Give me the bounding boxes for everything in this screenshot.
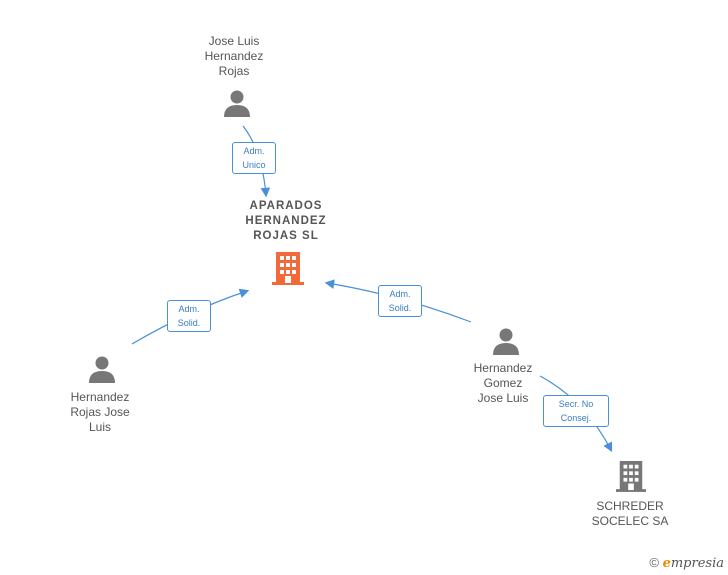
person-right-label: Hernandez Gomez Jose Luis <box>473 361 533 405</box>
company-main-label: APARADOS HERNANDEZ ROJAS SL <box>245 200 327 242</box>
edge-label-adm-solid-right: Adm. Solid. <box>378 285 422 317</box>
person-icon <box>89 356 115 383</box>
company-schreder-label: SCHREDER SOCELEC SA <box>591 499 669 528</box>
person-icon <box>493 328 519 355</box>
edge-label-secr-no-consej: Secr. No Consej. <box>543 395 609 427</box>
copyright-icon: © <box>649 555 659 570</box>
edge-label-adm-unico: Adm. Unico <box>232 142 276 174</box>
node-person-right[interactable]: Hernandez Gomez Jose Luis <box>453 361 553 406</box>
building-icon <box>272 252 304 285</box>
person-icon <box>224 90 250 117</box>
footer-brand: © empresia <box>649 555 724 571</box>
node-company-main[interactable]: APARADOS HERNANDEZ ROJAS SL <box>226 199 346 244</box>
brand-logo: empresia <box>662 556 724 571</box>
node-person-left[interactable]: Hernandez Rojas Jose Luis <box>50 390 150 435</box>
building-icon <box>616 461 646 492</box>
person-top-label: Jose Luis Hernandez Rojas <box>204 34 264 78</box>
edge-label-adm-solid-left: Adm. Solid. <box>167 300 211 332</box>
node-person-top[interactable]: Jose Luis Hernandez Rojas <box>184 34 284 79</box>
person-left-label: Hernandez Rojas Jose Luis <box>70 390 130 434</box>
node-company-schreder[interactable]: SCHREDER SOCELEC SA <box>580 499 680 529</box>
